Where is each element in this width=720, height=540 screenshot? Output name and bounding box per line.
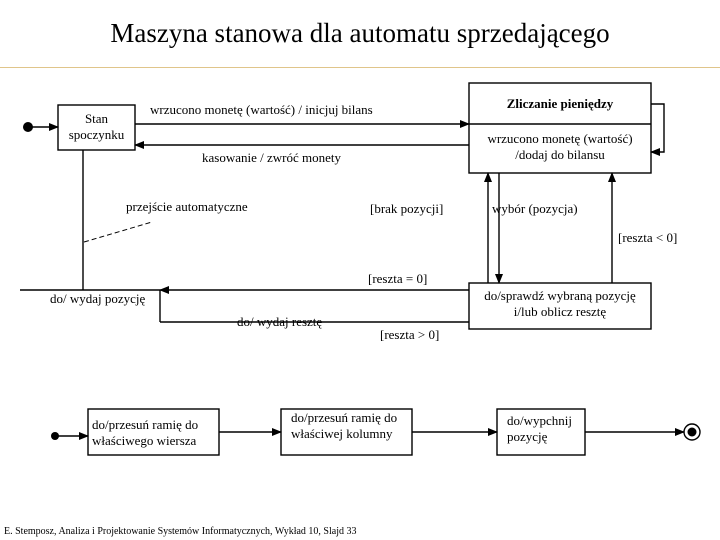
transition-select-label: wybór (pozycja) (492, 201, 578, 216)
state-idle-label: Stan spoczynku (58, 111, 135, 143)
state-move-row-label: do/przesuń ramię do właściwego wiersza (92, 417, 198, 449)
state-counting-action-line-1: wrzucono monetę (wartość) (487, 131, 633, 146)
state-check-item (468, 282, 652, 330)
initial-substate-dot (51, 432, 59, 440)
state-check-item-line-1: do/sprawdź wybraną pozycję (484, 288, 636, 303)
state-idle-line-1: Stan (84, 111, 109, 126)
state-move-column-label: do/przesuń ramię do właściwej kolumny (291, 410, 397, 442)
state-counting (468, 82, 652, 174)
transition-no-item-label: [brak pozycji] (370, 201, 444, 216)
state-push-item-line-1: do/wypchnij (507, 413, 572, 428)
state-counting-action: wrzucono monetę (wartość) /dodaj do bila… (469, 131, 651, 163)
state-move-row-line-1: do/przesuń ramię do (92, 417, 199, 432)
transition-change-lt-label: [reszta < 0] (618, 230, 678, 245)
state-counting-action-line-2: /dodaj do bilansu (515, 147, 605, 162)
transition-change-eq-label: [reszta = 0] (368, 271, 428, 286)
state-move-column-line-1: do/przesuń ramię do (291, 410, 398, 425)
state-counting-title: Zliczanie pieniędzy (506, 96, 614, 111)
state-move-row-line-2: właściwego wiersza (92, 433, 197, 448)
state-dispense-item: do/ wydaj pozycję (50, 291, 146, 306)
transition-coin-inserted-label: wrzucono monetę (wartość) / inicjuj bila… (150, 102, 373, 117)
page-title: Maszyna stanowa dla automatu sprzedające… (110, 18, 610, 48)
state-dispense-change: do/ wydaj resztę (237, 314, 323, 329)
state-push-item-line-2: pozycję (507, 429, 548, 444)
state-check-item-label: do/sprawdź wybraną pozycję i/lub oblicz … (469, 288, 651, 320)
title-divider (0, 67, 720, 68)
initial-state-dot (23, 122, 33, 132)
footer-citation: E. Stemposz, Analiza i Projektowanie Sys… (4, 526, 357, 537)
transition-automatic-label: przejście automatyczne (126, 199, 248, 214)
final-state-dot (687, 427, 697, 437)
transition-cancel-label: kasowanie / zwróć monety (202, 150, 341, 165)
state-push-item-label: do/wypchnij pozycję (507, 413, 572, 445)
transition-automatic (83, 221, 153, 243)
state-idle-line-2: spoczynku (68, 127, 125, 142)
transition-change-gt-label: [reszta > 0] (380, 327, 440, 342)
final-state-ring (683, 423, 701, 441)
transition-counting-self (650, 103, 665, 156)
state-move-column-line-2: właściwej kolumny (291, 426, 393, 441)
state-check-item-line-2: i/lub oblicz resztę (513, 304, 607, 319)
